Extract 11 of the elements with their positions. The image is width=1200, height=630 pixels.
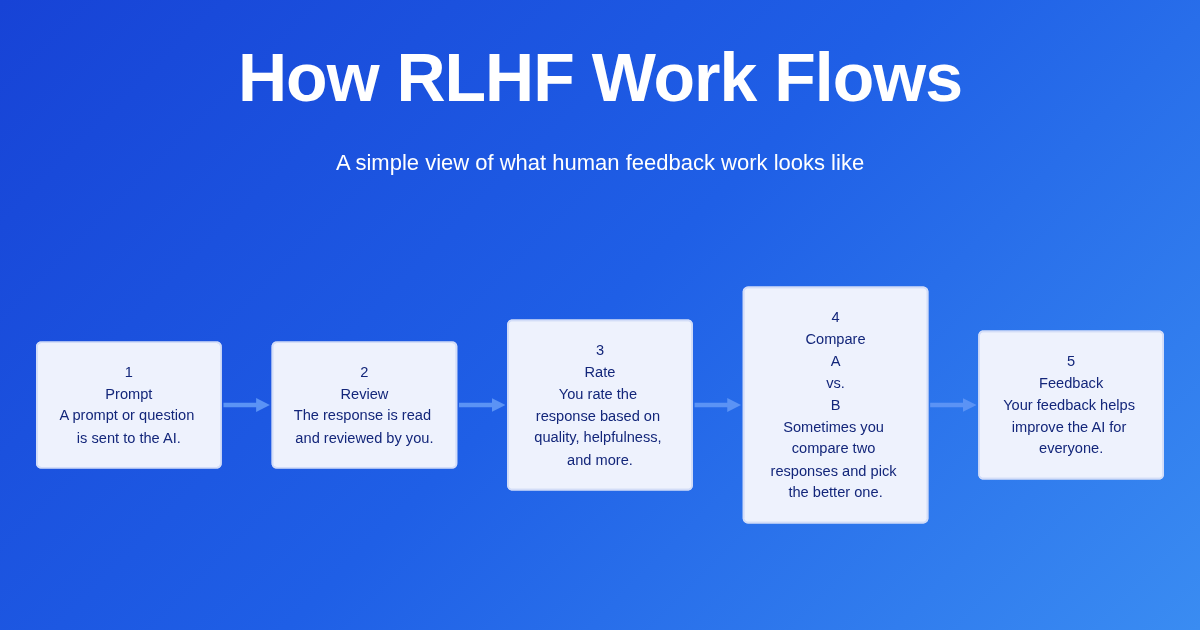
step-card: 2 Review The response is read and reviewed by you. [271,341,458,469]
arrow [694,398,741,412]
arrow [223,398,270,412]
step-card: 5 Feedback Your feedback helps improve the AI for everyone. [978,330,1164,480]
step-card: 3 Rate You rate the response based on quality, helpfulness, and more. [507,319,693,491]
arrow [459,398,506,412]
step-card: 4 Compare A vs. B Sometimes you compare two responses and pick the better one. [742,286,929,524]
arrow [930,398,977,412]
title: How RLHF Work Flows [238,39,962,115]
subtitle: A simple view of what human feedback work looks like [335,150,865,175]
step-card: 1 Prompt A prompt or question is sent to the AI. [36,341,222,469]
